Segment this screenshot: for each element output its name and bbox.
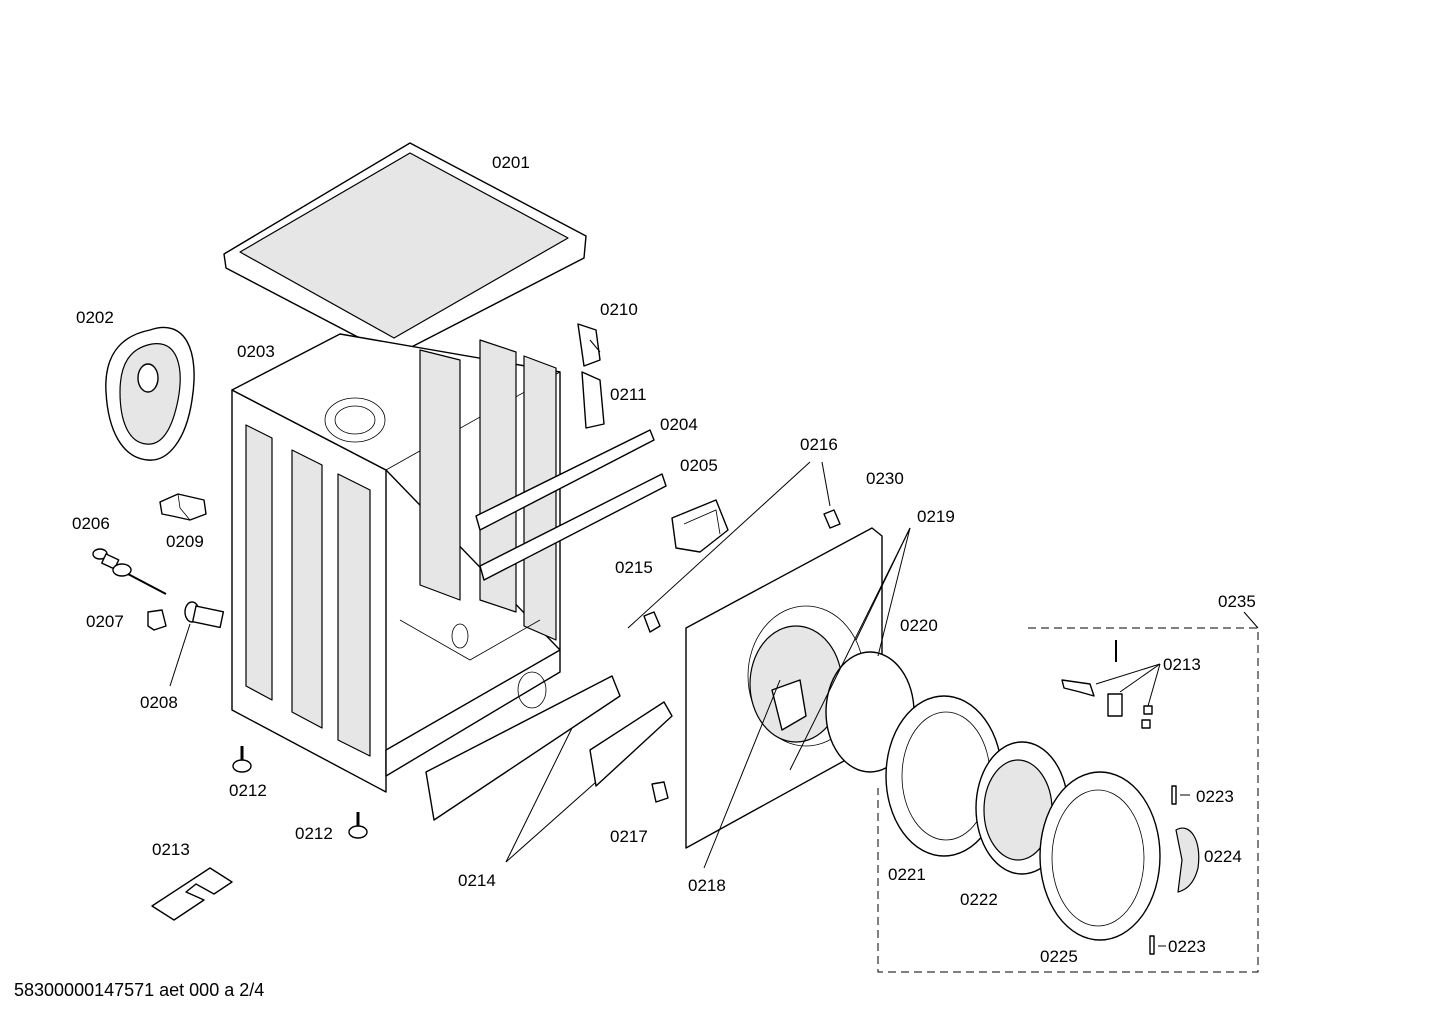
part-hinge-0213 bbox=[1061, 640, 1153, 729]
part-door-handle bbox=[1175, 827, 1200, 893]
part-top-cover bbox=[223, 142, 587, 357]
part-cap-0207 bbox=[147, 609, 167, 631]
part-door-lock-0215 bbox=[671, 499, 729, 553]
group-box-0235 bbox=[877, 611, 1259, 973]
callout-0218: 0218 bbox=[688, 876, 726, 895]
part-switch-0217 bbox=[651, 781, 669, 803]
callout-0221: 0221 bbox=[888, 865, 926, 884]
callout-0220: 0220 bbox=[900, 616, 938, 635]
callout-0217: 0217 bbox=[610, 827, 648, 846]
callout-0209: 0209 bbox=[166, 532, 204, 551]
callout-0210: 0210 bbox=[600, 300, 638, 319]
callout-0205: 0205 bbox=[680, 456, 718, 475]
callout-0213-a: 0213 bbox=[152, 840, 190, 859]
callout-0222: 0222 bbox=[960, 890, 998, 909]
callout-0207: 0207 bbox=[86, 612, 124, 631]
callout-0202: 0202 bbox=[76, 308, 114, 327]
callout-0201: 0201 bbox=[492, 153, 530, 172]
part-bracket-0211 bbox=[581, 371, 605, 429]
part-foot-a bbox=[232, 746, 252, 773]
callout-0214: 0214 bbox=[458, 871, 496, 890]
part-kickplate-0214 bbox=[425, 675, 673, 821]
callout-0219: 0219 bbox=[917, 507, 955, 526]
callout-0212-b: 0212 bbox=[295, 824, 333, 843]
part-foot-b bbox=[348, 812, 368, 839]
callout-0223-b: 0223 bbox=[1168, 937, 1206, 956]
part-bushing-0208 bbox=[169, 601, 225, 687]
callout-0216: 0216 bbox=[800, 435, 838, 454]
callout-0230: 0230 bbox=[866, 469, 904, 488]
callout-labels: 0201 0202 0203 0204 0205 0206 0207 0208 … bbox=[72, 153, 1256, 966]
callout-0235: 0235 bbox=[1218, 592, 1256, 611]
part-clip-0216 bbox=[643, 509, 841, 633]
callout-0215: 0215 bbox=[615, 558, 653, 577]
document-reference: 58300000147571 aet 000 a 2/4 bbox=[14, 980, 265, 1000]
part-bracket-0210 bbox=[577, 323, 601, 367]
part-screw-0206 bbox=[92, 548, 167, 595]
part-door-ring-outer bbox=[1039, 771, 1161, 941]
callout-0225: 0225 bbox=[1040, 947, 1078, 966]
callout-0212-a: 0212 bbox=[229, 781, 267, 800]
part-rail-0204 bbox=[475, 429, 655, 531]
part-cabinet bbox=[231, 333, 561, 793]
part-rear-cover bbox=[105, 326, 195, 461]
callout-0208: 0208 bbox=[140, 693, 178, 712]
callout-0206: 0206 bbox=[72, 514, 110, 533]
callout-0211: 0211 bbox=[610, 385, 647, 404]
callout-0224: 0224 bbox=[1204, 847, 1242, 866]
leader-lines bbox=[505, 339, 1190, 947]
callout-0213-b: 0213 bbox=[1163, 655, 1201, 674]
part-clip bbox=[159, 493, 207, 521]
part-bracket-0213 bbox=[151, 867, 233, 921]
callout-0223-a: 0223 bbox=[1196, 787, 1234, 806]
callout-0204: 0204 bbox=[660, 415, 698, 434]
callout-0203: 0203 bbox=[237, 342, 275, 361]
part-pin-0223 bbox=[1149, 785, 1177, 955]
part-rail-0205 bbox=[479, 473, 667, 581]
